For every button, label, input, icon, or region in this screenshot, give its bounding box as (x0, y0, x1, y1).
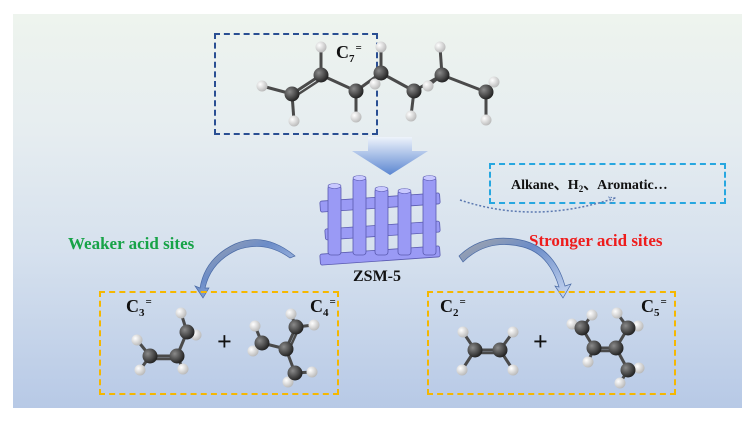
hydrogen-atom (306, 366, 318, 378)
carbon-atom (288, 319, 304, 335)
carbon-atom (284, 86, 300, 102)
hydrogen-atom (614, 377, 626, 389)
product-label-c4: C4= (310, 296, 336, 319)
hydrogen-atom (308, 319, 320, 331)
hydrogen-atom (256, 80, 268, 92)
catalyst-label: ZSM-5 (353, 268, 401, 285)
carbon-atom (467, 342, 483, 358)
side-products-label: Alkane、H2、Aromatic… (511, 178, 668, 194)
product-label-c5: C5= (641, 296, 667, 319)
hydrogen-atom (175, 307, 187, 319)
product-label-c3: C3= (126, 296, 152, 319)
hydrogen-atom (582, 356, 594, 368)
carbon-atom (179, 324, 195, 340)
hydrogen-atom (177, 363, 189, 375)
hydrogen-atom (315, 41, 327, 53)
carbon-atom (278, 341, 294, 357)
hydrogen-atom (456, 364, 468, 376)
carbon-atom (478, 84, 494, 100)
carbon-atom (287, 365, 303, 381)
hydrogen-atom (480, 114, 492, 126)
hydrogen-atom (288, 115, 300, 127)
hydrogen-atom (375, 41, 387, 53)
product-label-c2: C2= (440, 296, 466, 319)
hydrogen-atom (457, 326, 469, 338)
carbon-atom (620, 362, 636, 378)
plus-sign-stronger: + (533, 327, 548, 356)
hydrogen-atom (131, 334, 143, 346)
carbon-atom (608, 340, 624, 356)
weaker-path-arrow (194, 239, 296, 299)
hydrogen-atom (249, 320, 261, 332)
reactant-label: C7= (336, 42, 362, 65)
stronger-acid-label: Stronger acid sites (529, 231, 663, 250)
weaker-products-box (99, 291, 339, 395)
zsm5-framework-icon (319, 175, 441, 266)
side-product-dashed-arrow (459, 196, 616, 213)
hydrogen-atom (488, 76, 500, 88)
hydrogen-atom (507, 364, 519, 376)
carbon-atom (574, 320, 590, 336)
hydrogen-atom (586, 309, 598, 321)
hydrogen-atom (282, 376, 294, 388)
hydrogen-atom (134, 364, 146, 376)
bond (441, 73, 487, 94)
hydrogen-atom (434, 41, 446, 53)
carbon-atom (492, 342, 508, 358)
carbon-atom (586, 340, 602, 356)
stronger-products-box (427, 291, 676, 395)
down-arrow-icon (352, 137, 428, 175)
carbon-atom (434, 67, 450, 83)
carbon-atom (373, 65, 389, 81)
carbon-atom (142, 348, 158, 364)
stronger-path-arrow (458, 237, 572, 299)
zsm-rod-cap (397, 188, 412, 194)
hydrogen-atom (350, 111, 362, 123)
hydrogen-atom (611, 307, 623, 319)
hydrogen-atom (633, 362, 645, 374)
hydrogen-atom (285, 308, 297, 320)
carbon-atom (313, 67, 329, 83)
carbon-atom (406, 83, 422, 99)
weaker-acid-label: Weaker acid sites (68, 234, 195, 253)
hydrogen-atom (369, 78, 381, 90)
plus-sign-weaker: + (217, 327, 232, 356)
hydrogen-atom (247, 345, 259, 357)
hydrogen-atom (405, 110, 417, 122)
zsm-rod-cap (374, 186, 389, 192)
hydrogen-atom (422, 80, 434, 92)
zsm-rod-cap (352, 175, 367, 181)
carbon-atom (620, 320, 636, 336)
zsm-rod-cap (422, 175, 437, 181)
carbon-atom (348, 83, 364, 99)
hydrogen-atom (507, 326, 519, 338)
zsm-rod-cap (327, 183, 342, 189)
carbon-atom (169, 348, 185, 364)
carbon-atom (254, 335, 270, 351)
side-products-box (489, 163, 726, 204)
